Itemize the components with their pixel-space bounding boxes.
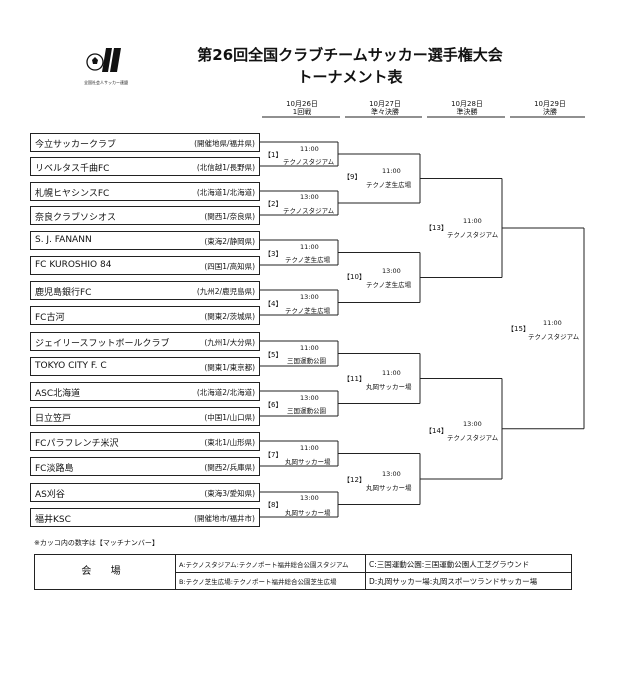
match-time: 13:00	[382, 470, 401, 478]
match-number: 【12】	[343, 476, 366, 484]
match-time: 11:00	[382, 167, 401, 175]
match-venue: テクノスタジアム	[283, 207, 335, 215]
match-venue: テクノ芝生広場	[366, 281, 412, 289]
match-venue: テクノスタジアム	[283, 158, 335, 166]
venue-c: C:三国運動公園:三国運動公園人工芝グラウンド	[369, 560, 530, 569]
match-number: 【6】	[264, 401, 283, 409]
team-row: 今立サッカークラブ(開催地県/福井県)	[30, 133, 260, 152]
match-venue: テクノスタジアム	[528, 333, 580, 341]
match-venue: 丸岡サッカー場	[366, 383, 412, 391]
venue-d: D:丸岡サッカー場:丸岡スポーツランドサッカー場	[369, 577, 538, 586]
match-time: 13:00	[300, 494, 319, 502]
match-venue: テクノ芝生広場	[366, 181, 412, 189]
team-row: 札幌ヒヤシンスFC(北海道1/北海道)	[30, 182, 260, 201]
match-number: 【3】	[264, 250, 283, 258]
match-time: 13:00	[382, 267, 401, 275]
match-venue: テクノスタジアム	[447, 231, 499, 239]
match-number: 【9】	[343, 173, 362, 181]
match-number: 【15】	[507, 325, 530, 333]
match-venue: 丸岡サッカー場	[366, 484, 412, 492]
match-venue: 三国運動公園	[287, 407, 326, 415]
match-time: 11:00	[300, 145, 319, 153]
match-venue: テクノスタジアム	[447, 434, 499, 442]
match-time: 11:00	[543, 319, 562, 327]
venue-a: A:テクノスタジアム:テクノポート福井総合公園スタジアム	[179, 561, 349, 569]
team-row: FC KUROSHIO 84(四国1/高知県)	[30, 256, 260, 275]
venue-b: B:テクノ芝生広場:テクノポート福井総合公園芝生広場	[179, 578, 337, 586]
page-title: 第26回全国クラブチームサッカー選手権大会	[197, 46, 503, 64]
match-number: 【4】	[264, 300, 283, 308]
soccer-ball-logo-icon	[86, 48, 121, 72]
match-number: 【2】	[264, 200, 283, 208]
match-number: 【11】	[343, 375, 366, 383]
federation-logo: 全国社会人サッカー連盟	[84, 44, 128, 85]
match-number: 【7】	[264, 451, 283, 459]
team-row: ASC北海道(北海道2/北海道)	[30, 382, 260, 401]
match-time: 13:00	[300, 394, 319, 402]
date-col-4: 10月29日決勝	[534, 100, 566, 116]
match-venue: テクノ芝生広場	[285, 307, 331, 315]
match-venue: テクノ芝生広場	[285, 256, 331, 264]
match-number-note: ※カッコ内の数字は【マッチナンバー】	[34, 539, 159, 547]
team-row: 福井KSC(開催地市/福井市)	[30, 508, 260, 527]
team-row: AS刈谷(東海3/愛知県)	[30, 483, 260, 502]
team-row: リベルタス千曲FC(北信越1/長野県)	[30, 157, 260, 176]
team-row: S. J. FANANN(東海2/静岡県)	[30, 231, 260, 250]
date-col-2: 10月27日準々決勝	[369, 100, 401, 116]
team-row: 日立笠戸(中国1/山口県)	[30, 407, 260, 426]
team-row: FCパラフレンチ米沢(東北1/山形県)	[30, 432, 260, 451]
team-row: ジェイリースフットボールクラブ(九州1/大分県)	[30, 332, 260, 351]
match-time: 13:00	[463, 420, 482, 428]
match-number: 【5】	[264, 351, 283, 359]
match-number: 【13】	[425, 224, 448, 232]
match-venue: 三国運動公園	[287, 357, 326, 365]
page-subtitle: トーナメント表	[297, 68, 403, 86]
match-time: 11:00	[382, 369, 401, 377]
match-number: 【14】	[425, 427, 448, 435]
match-venue: 丸岡サッカー場	[285, 458, 331, 466]
match-time: 13:00	[300, 293, 319, 301]
team-row: TOKYO CITY F. C(関東1/東京都)	[30, 357, 260, 376]
team-row: FC淡路島(関西2/兵庫県)	[30, 457, 260, 476]
match-time: 11:00	[463, 217, 482, 225]
match-number: 【10】	[343, 273, 366, 281]
team-row: 奈良クラブソシオス(関西1/奈良県)	[30, 206, 260, 225]
match-number: 【1】	[264, 151, 283, 159]
venue-label: 会 場	[35, 555, 176, 589]
team-row: FC古河(関東2/茨城県)	[30, 306, 260, 325]
team-row: 鹿児島銀行FC(九州2/鹿児島県)	[30, 281, 260, 300]
match-time: 13:00	[300, 193, 319, 201]
match-time: 11:00	[300, 243, 319, 251]
match-time: 11:00	[300, 344, 319, 352]
match-venue: 丸岡サッカー場	[285, 509, 331, 517]
match-number: 【8】	[264, 501, 283, 509]
match-time: 11:00	[300, 444, 319, 452]
date-col-3: 10月28日準決勝	[451, 100, 483, 116]
venue-table: 会 場 A:テクノスタジアム:テクノポート福井総合公園スタジアム B:テクノ芝生…	[34, 554, 572, 590]
logo-caption: 全国社会人サッカー連盟	[84, 80, 128, 85]
